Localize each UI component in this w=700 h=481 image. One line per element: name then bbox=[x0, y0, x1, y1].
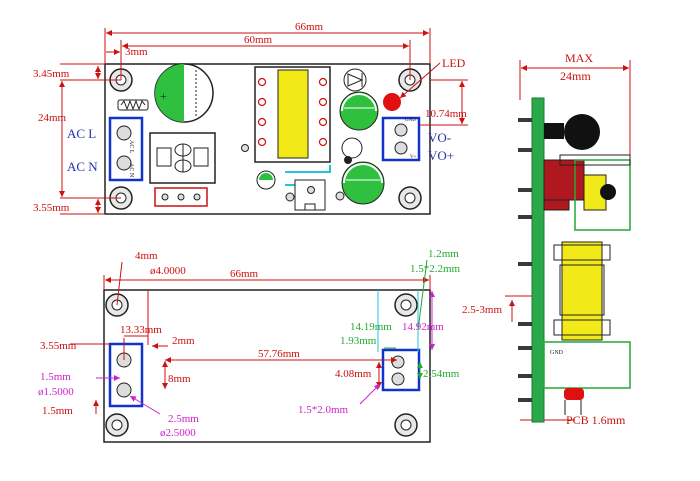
dim-bot-1-5b: 1.5mm bbox=[42, 405, 73, 417]
rectifier-footprint bbox=[154, 187, 208, 207]
side-output-terminal bbox=[543, 341, 631, 389]
side-view: MAX 24mm GND bbox=[462, 51, 631, 427]
dim-bot-14-19: 14.19mm bbox=[350, 321, 392, 333]
dim-bot-4-dia: ø4.0000 bbox=[150, 265, 186, 277]
dim-bot-3-55: 3.55mm bbox=[40, 340, 77, 352]
output-diode bbox=[343, 68, 367, 92]
dim-bot-8: 8mm bbox=[168, 373, 191, 385]
side-pcb bbox=[531, 97, 545, 423]
top-view: AC L AC N + bbox=[33, 21, 468, 215]
dim-bot-13-33: 13.33mm bbox=[120, 324, 162, 336]
bottom-view: 4mm ø4.0000 66mm 13.33mm 2mm 3.55mm 57.7… bbox=[38, 248, 461, 443]
svg-text:V+: V+ bbox=[410, 155, 417, 160]
dim-bot-1-5x2-2: 1.5*2.2mm bbox=[410, 263, 461, 275]
bottom-dimensions: 4mm ø4.0000 66mm 13.33mm 2mm 3.55mm 57.7… bbox=[38, 248, 461, 439]
dim-top-3-55: 3.55mm bbox=[33, 202, 70, 214]
svg-text:GND: GND bbox=[550, 350, 564, 356]
side-relay bbox=[543, 159, 585, 201]
dim-bot-4-08: 4.08mm bbox=[335, 368, 372, 380]
label-vo-minus: VO- bbox=[428, 130, 451, 145]
side-black-capacitor bbox=[564, 114, 600, 150]
dim-bot-57-76: 57.76mm bbox=[258, 348, 300, 360]
label-ac-n: AC N bbox=[67, 159, 98, 174]
side-dim-2-5-3: 2.5-3mm bbox=[462, 304, 502, 316]
dim-bot-66: 66mm bbox=[230, 268, 259, 280]
ac-input-terminal: AC L AC N bbox=[108, 116, 144, 182]
dim-top-3: 3mm bbox=[125, 46, 148, 58]
dim-top-10-74: 10.74mm bbox=[425, 108, 467, 120]
dim-bot-2: 2mm bbox=[172, 335, 195, 347]
dim-bot-2-54: 2.54mm bbox=[423, 368, 460, 380]
svg-text:GND: GND bbox=[405, 118, 416, 123]
label-ac-l: AC L bbox=[67, 126, 96, 141]
dim-top-24: 24mm bbox=[38, 112, 67, 124]
dim-bot-1-93: 1.93mm bbox=[340, 335, 377, 347]
dim-top-66: 66mm bbox=[295, 21, 324, 33]
bulk-capacitor: + bbox=[154, 63, 214, 123]
main-transformer bbox=[254, 66, 331, 163]
dc-output-terminal: GND V+ bbox=[381, 116, 421, 162]
dim-bot-4: 4mm bbox=[135, 250, 158, 262]
bottom-mounting-holes bbox=[105, 293, 418, 437]
dim-bot-1-2: 1.2mm bbox=[428, 248, 459, 260]
dim-top-60: 60mm bbox=[244, 34, 273, 46]
side-label-pcb: PCB 1.6mm bbox=[566, 413, 626, 427]
dim-bot-1-5-dia: ø1.5000 bbox=[38, 386, 74, 398]
svg-text:AC L: AC L bbox=[128, 140, 134, 154]
output-capacitor-1 bbox=[339, 91, 379, 131]
svg-text:AC N: AC N bbox=[128, 163, 134, 178]
svg-text:+: + bbox=[160, 89, 167, 103]
side-dim-24: 24mm bbox=[560, 69, 591, 83]
side-transformer bbox=[553, 241, 611, 341]
common-mode-choke bbox=[149, 132, 216, 184]
label-led: LED bbox=[442, 56, 466, 70]
dim-bot-1-5: 1.5mm bbox=[40, 371, 71, 383]
dim-top-3-45: 3.45mm bbox=[33, 68, 70, 80]
side-pins bbox=[518, 118, 532, 402]
side-label-max: MAX bbox=[565, 51, 593, 65]
dim-bot-14-92: 14.92mm bbox=[402, 321, 444, 333]
top-dimensions: 66mm 60mm 3mm 3.45mm 24mm 3.55mm LED bbox=[33, 21, 468, 215]
small-components bbox=[241, 144, 345, 211]
dim-bot-1-5x2-0: 1.5*2.0mm bbox=[298, 404, 349, 416]
output-capacitor-2 bbox=[341, 161, 385, 205]
led-indicator bbox=[383, 93, 401, 111]
dim-bot-2-5: 2.5mm bbox=[168, 413, 199, 425]
side-led bbox=[564, 388, 584, 400]
dim-bot-2-5-dia: ø2.5000 bbox=[160, 427, 196, 439]
bottom-board-outline bbox=[103, 289, 431, 443]
label-vo-plus: VO+ bbox=[428, 148, 454, 163]
